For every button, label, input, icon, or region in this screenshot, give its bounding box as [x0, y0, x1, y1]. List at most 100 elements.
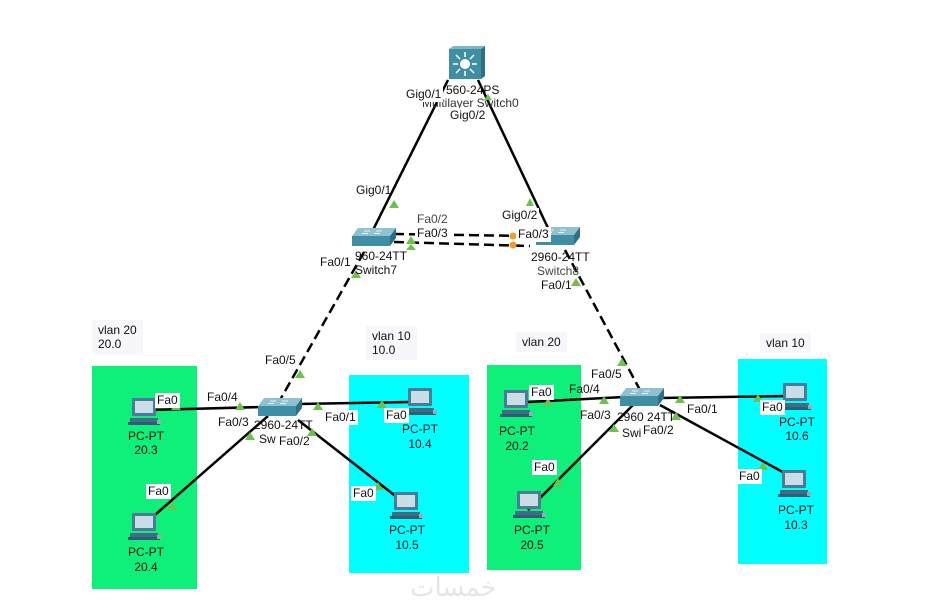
port-marker — [313, 402, 323, 410]
port-label-sr-fa01: Fa0/1 — [685, 402, 720, 417]
port-marker — [307, 428, 317, 436]
pc-model-20-3: PC-PT — [128, 429, 164, 443]
link-sr-pc103[interactable] — [659, 403, 791, 478]
port-marker — [553, 478, 563, 486]
switch-right-icon[interactable] — [619, 387, 665, 407]
port-marker — [406, 244, 416, 250]
switch-right-model-label: 2960 24TT — [617, 410, 676, 424]
pc-model-20-2: PC-PT — [499, 424, 535, 438]
switch8-name-label: Switch8 — [537, 264, 580, 278]
pc-ip-20-3: 20.3 — [134, 443, 158, 457]
port-label-pc-10-4: Fa0 — [384, 408, 409, 423]
port-label-sr-fa04: Fa0/4 — [569, 382, 600, 396]
port-marker — [167, 502, 177, 510]
link-s8-sr[interactable] — [563, 249, 642, 391]
link-sl-pc104[interactable] — [297, 400, 411, 406]
pc-ip-10-5: 10.5 — [395, 538, 419, 552]
ml-model-label: 560-24PS — [446, 83, 500, 97]
pc-ip-10-3: 10.3 — [784, 518, 808, 532]
pc-icon-20-4[interactable] — [128, 513, 161, 540]
port-label-ml-gig01: Gig0/1 — [404, 87, 444, 102]
pc-icon-20-5[interactable] — [513, 491, 546, 518]
link-sr-pc106[interactable] — [659, 394, 791, 400]
port-marker — [543, 398, 553, 406]
pc-model-20-5: PC-PT — [514, 523, 550, 537]
pc-ip-20-4: 20.4 — [134, 560, 158, 574]
pc-model-10-6: PC-PT — [779, 415, 815, 429]
switch7-icon[interactable] — [351, 227, 397, 247]
note-vlan10-right[interactable]: vlan 10 — [760, 333, 811, 353]
port-label-sr-fa02: Fa0/2 — [643, 423, 674, 437]
port-marker — [377, 400, 387, 408]
port-label-sl-fa02: Fa0/2 — [279, 434, 310, 448]
port-label-pc-20-5: Fa0 — [532, 460, 557, 475]
port-label-pc-10-6: Fa0 — [760, 400, 785, 415]
note-vlan20-right[interactable]: vlan 20 — [516, 332, 567, 352]
port-marker — [389, 200, 399, 208]
port-label-s7-fa03: Fa0/3 — [415, 226, 450, 241]
port-label-sr-fa05: Fa0/5 — [591, 367, 622, 381]
port-marker — [758, 462, 768, 470]
port-label-pc-20-4: Fa0 — [146, 484, 171, 499]
link-pc205-sr[interactable] — [527, 403, 635, 511]
port-label-pc-20-2: Fa0 — [529, 385, 554, 400]
port-marker — [599, 396, 609, 404]
pc-ip-10-6: 10.6 — [785, 429, 809, 443]
port-label-s7-fa01: Fa0/1 — [320, 255, 351, 269]
link-ml-s7[interactable] — [370, 79, 450, 233]
link-pc204-sl[interactable] — [147, 415, 269, 522]
port-marker — [675, 395, 685, 403]
pc-ip-20-2: 20.2 — [505, 439, 529, 453]
switch8-model-label: 2960-24TT — [531, 250, 590, 264]
port-marker — [617, 358, 627, 366]
watermark: خمسات — [410, 573, 497, 603]
port-marker-blocked — [509, 232, 517, 240]
port-label-s7-gig01: Gig0/1 — [356, 183, 392, 197]
port-marker — [295, 370, 305, 378]
port-marker — [245, 432, 255, 440]
note-vlan10-left[interactable]: vlan 10 10.0 — [366, 326, 417, 360]
port-marker — [671, 412, 681, 420]
port-marker — [406, 236, 416, 244]
pc-icon-10-4[interactable] — [404, 388, 437, 415]
link-s7-s8-fa02[interactable] — [393, 240, 531, 248]
port-marker-blocked — [509, 241, 517, 249]
port-label-s8-gig02: Gig0/2 — [500, 208, 540, 223]
pc-model-10-3: PC-PT — [778, 503, 814, 517]
pc-icon-10-5[interactable] — [390, 492, 423, 519]
link-pc202-sr[interactable] — [527, 395, 625, 404]
pc-model-10-5: PC-PT — [389, 523, 425, 537]
link-ml-s8[interactable] — [476, 79, 550, 229]
pc-icon-10-3[interactable] — [778, 470, 811, 497]
switch-right-name-label: Swi — [622, 426, 642, 440]
port-label-sr-fa03: Fa0/3 — [580, 408, 611, 422]
port-marker — [484, 94, 492, 100]
port-label-sl-fa04: Fa0/4 — [207, 390, 238, 404]
switch-left-name-label: Sw — [259, 432, 276, 446]
pc-model-20-4: PC-PT — [128, 545, 164, 559]
port-marker — [571, 278, 581, 286]
pc-model-10-4: PC-PT — [402, 422, 438, 436]
switch7-model-label: 960-24TT — [355, 249, 408, 263]
pc-ip-20-5: 20.5 — [520, 538, 544, 552]
switch7-name-label: Switch7 — [355, 263, 398, 277]
link-s7-sl[interactable] — [278, 251, 366, 401]
port-marker — [351, 270, 361, 278]
port-label-s7-fa02: Fa0/2 — [417, 212, 448, 226]
multilayer-switch-icon[interactable] — [449, 46, 485, 79]
pc-ip-10-4: 10.4 — [408, 437, 432, 451]
port-label-s8-fa03: Fa0/3 — [516, 227, 551, 242]
port-label-ml-gig02: Gig0/2 — [448, 108, 488, 123]
switch-left-icon[interactable] — [257, 397, 303, 417]
port-label-sl-fa01: Fa0/1 — [323, 410, 358, 425]
port-label-sl-fa03: Fa0/3 — [218, 415, 249, 429]
port-label-pc-20-3: Fa0 — [155, 393, 180, 408]
ml-name-label: Multilayer Switch0 — [422, 96, 519, 110]
port-label-pc-10-5: Fa0 — [351, 486, 376, 501]
note-vlan20-left[interactable]: vlan 20 20.0 — [92, 320, 143, 354]
port-marker — [235, 402, 245, 410]
port-label-sl-fa05: Fa0/5 — [265, 353, 296, 367]
vlan10-zone-right — [738, 359, 827, 564]
port-label-pc-10-3: Fa0 — [737, 469, 762, 484]
port-marker — [526, 198, 534, 206]
